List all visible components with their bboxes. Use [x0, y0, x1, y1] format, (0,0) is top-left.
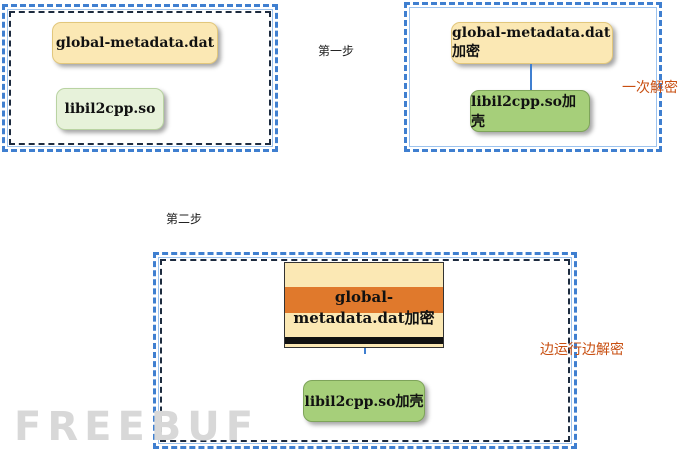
edge-label-first-step: 第一步: [318, 44, 355, 58]
libil2cpp-node-runtime: libil2cpp.so加壳: [303, 380, 425, 422]
libil2cpp-node-original: libil2cpp.so: [56, 88, 164, 130]
metadata-node-encrypted-label: global-metadata.dat加密: [452, 25, 611, 60]
encrypted-files-panel: [404, 2, 662, 152]
libil2cpp-node-packed: libil2cpp.so加壳: [470, 90, 590, 132]
original-files-panel: [2, 4, 278, 152]
metadata-stack-stripe: [285, 337, 443, 344]
runtime-panel: [153, 252, 577, 449]
side-label-one-time-decrypt: 一次解密: [622, 80, 678, 96]
metadata-node-original-label: global-metadata.dat: [55, 35, 215, 51]
metadata-stack-band: [285, 287, 443, 313]
freebuf-watermark: FREEBUF: [14, 404, 260, 450]
libil2cpp-node-original-label: libil2cpp.so: [64, 101, 156, 117]
metadata-stack-encrypted: global-metadata.dat加密: [284, 262, 444, 348]
edge-label-second-step: 第二步: [166, 212, 203, 226]
metadata-node-encrypted: global-metadata.dat加密: [451, 22, 613, 64]
encrypted-connector-line: [530, 64, 532, 90]
metadata-node-original: global-metadata.dat: [52, 22, 218, 64]
metadata-stack-label: global-metadata.dat加密: [293, 288, 435, 327]
side-label-decrypt-while-running: 边运行边解密: [540, 342, 624, 358]
runtime-connector-arrow: [364, 348, 366, 354]
libil2cpp-node-packed-label: libil2cpp.so加壳: [471, 94, 576, 130]
libil2cpp-node-runtime-label: libil2cpp.so加壳: [304, 394, 424, 410]
